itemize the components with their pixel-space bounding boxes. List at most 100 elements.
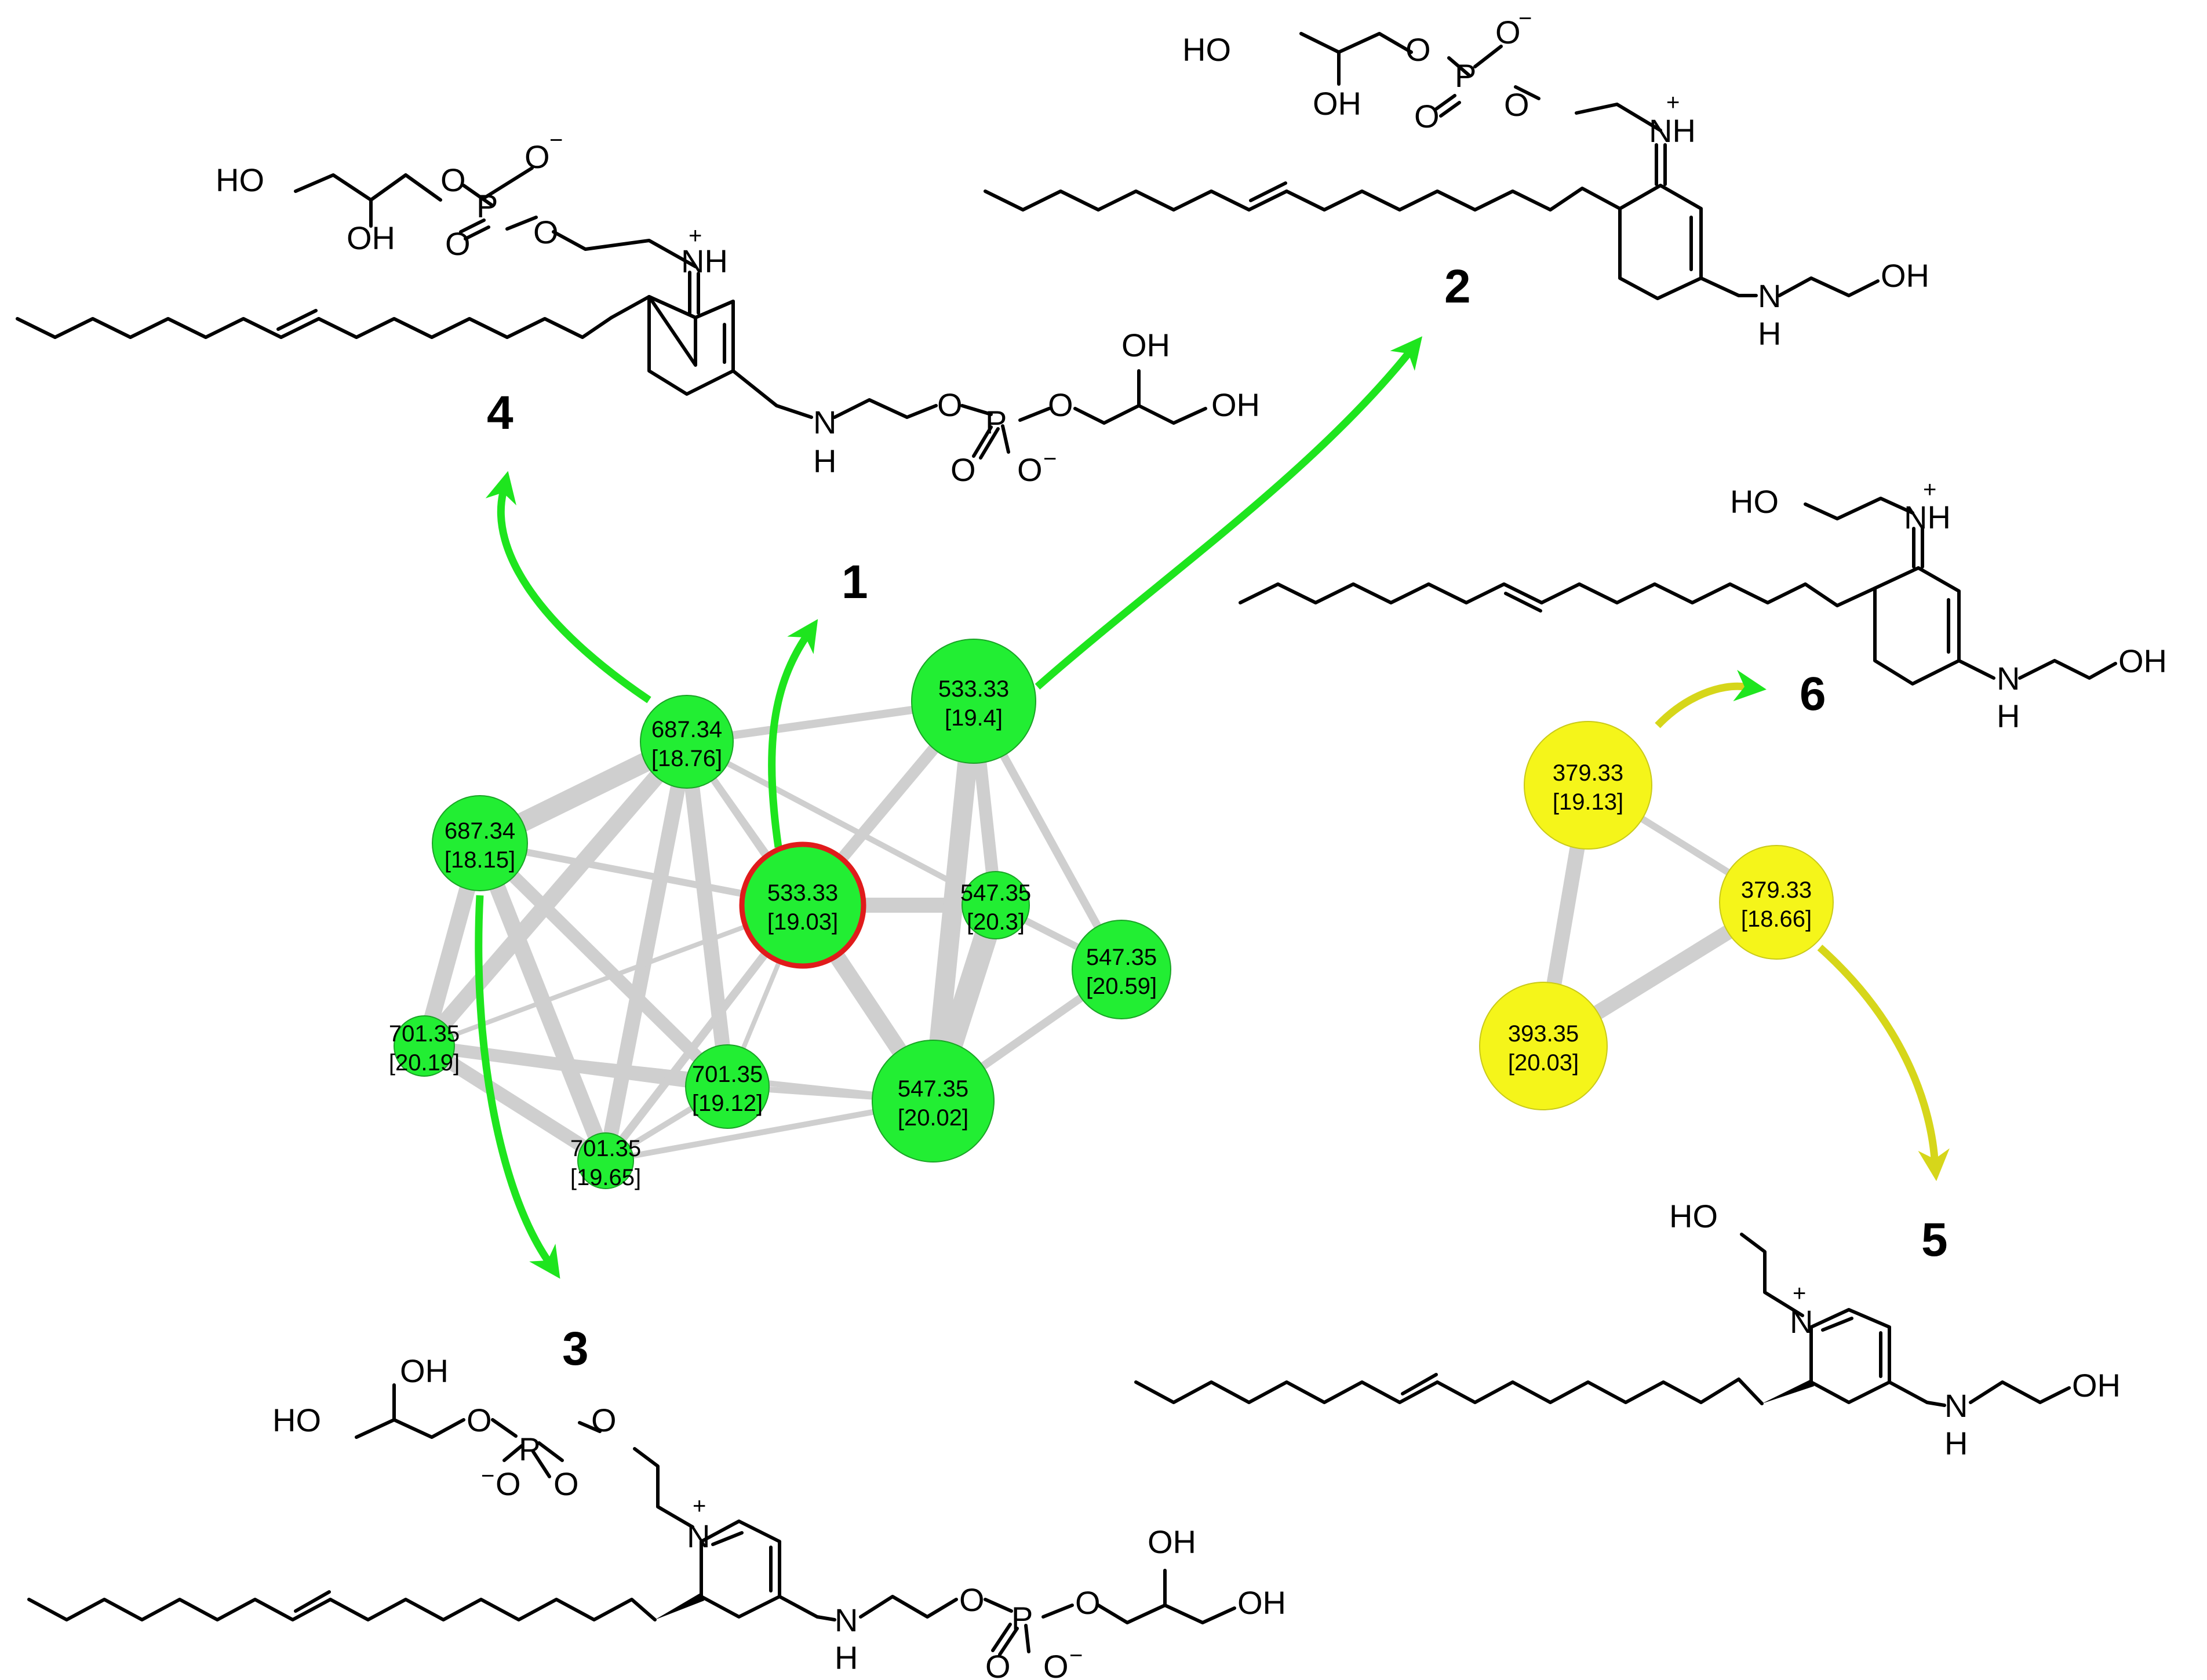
atom-label: OH (2072, 1367, 2121, 1404)
atom-label: P (476, 188, 498, 224)
atom-label: + (689, 223, 702, 249)
node-rt-label: [19.65] (570, 1165, 641, 1190)
atom-label: + (1923, 477, 1936, 502)
atom-label: OH (1148, 1524, 1196, 1560)
atom-label: O (1075, 1584, 1101, 1621)
network-node: 547.35 [20.02] (872, 1040, 995, 1162)
node-mz-label: 533.33 (767, 880, 838, 906)
edge (474, 837, 734, 1093)
node-circle (1072, 920, 1171, 1019)
network-node: 547.35[20.3] (960, 871, 1031, 939)
node-mz-label: 701.35 (389, 1021, 460, 1047)
compound-label-6: 6 (1800, 668, 1826, 720)
compound-numbers: 1 2 3 4 5 6 (487, 260, 1948, 1375)
atom-label: O (1017, 451, 1043, 488)
atom-label: O (1405, 31, 1431, 68)
node-mz-label: 687.34 (651, 717, 722, 742)
atom-label: OH (2118, 643, 2167, 679)
node-mz-label: 533.33 (938, 676, 1009, 702)
atom-label: O (1504, 86, 1529, 123)
annotation-arrows (475, 336, 1950, 1279)
compound-label-3: 3 (562, 1322, 589, 1375)
node-circle (394, 1015, 455, 1077)
compound-label-5: 5 (1921, 1213, 1948, 1266)
atom-label: − (1043, 446, 1057, 472)
atom-label: O (525, 139, 550, 175)
node-rt-label: [18.66] (1741, 906, 1812, 932)
atom-label: O (496, 1466, 521, 1502)
atom-label: NH (681, 243, 728, 279)
edge (598, 734, 694, 1168)
atom-label: OH (1313, 85, 1361, 122)
atom-label: HO (216, 162, 264, 198)
atom-label: P (1011, 1600, 1033, 1637)
node-circle (739, 841, 866, 969)
network-node: 687.34 [18.15] (432, 795, 528, 891)
atom-label: N (1997, 660, 2020, 697)
node-circle (872, 1040, 995, 1162)
atom-label: − (1069, 1643, 1083, 1668)
atom-label: H (1758, 315, 1781, 352)
atom-label: HO (1669, 1198, 1718, 1234)
network-node: 701.35 [19.65] (570, 1132, 641, 1190)
edge (679, 734, 735, 1094)
arrow-to-1 (768, 619, 818, 848)
atom-label: OH (1121, 327, 1170, 363)
network-nodes: 533.33[19.03]533.33[19.4]687.34[18.76]68… (389, 639, 1834, 1190)
node-rt-label: [18.76] (651, 746, 722, 771)
node-circle (1719, 845, 1834, 960)
chemical-structure-3: OH HO O P O − O O N + N H O P O O − O OH… (27, 1353, 1286, 1680)
compound-label-1: 1 (842, 556, 868, 608)
node-mz-label: 547.35 (898, 1076, 968, 1102)
chemical-structure-2: HO OH O P O − O O NH + N H OH (984, 6, 1929, 352)
arrow-to-4 (485, 471, 651, 704)
node-rt-label: [20.02] (898, 1105, 968, 1131)
atom-label: N (813, 404, 836, 440)
node-mz-label: 687.34 (445, 818, 515, 844)
network-node: 533.33[19.03] (739, 841, 866, 969)
node-rt-label: [20.03] (1508, 1050, 1579, 1076)
atom-label: − (549, 127, 563, 153)
node-mz-label: 701.35 (692, 1062, 763, 1087)
atom-label: NH (1904, 499, 1951, 535)
arrow-to-3 (475, 895, 560, 1279)
edge (421, 1043, 936, 1104)
node-rt-label: [18.15] (445, 847, 515, 873)
arrow-to-5 (1817, 945, 1950, 1182)
atom-label: O (1495, 14, 1521, 50)
atom-label: O (467, 1402, 492, 1438)
atom-label: N (1758, 278, 1781, 314)
network-node: 701.35[19.12] (685, 1044, 770, 1129)
atom-label: O (533, 214, 559, 250)
node-mz-label: 393.35 (1508, 1021, 1579, 1047)
node-mz-label: 701.35 (570, 1136, 641, 1161)
atom-label: OH (1881, 257, 1929, 294)
atom-label: − (1518, 6, 1532, 31)
compound-label-4: 4 (487, 387, 513, 439)
atom-label: O (440, 162, 466, 198)
atom-label: NH (1649, 112, 1696, 149)
network-node: 687.34 [18.76] (640, 695, 734, 789)
node-circle (1524, 721, 1652, 850)
node-mz-label: 379.33 (1741, 877, 1812, 903)
atom-label: + (693, 1493, 706, 1519)
atom-label: OH (1211, 387, 1260, 423)
atom-label: N (1944, 1387, 1968, 1424)
atom-label: N (687, 1518, 710, 1554)
atom-label: O (1414, 98, 1440, 134)
network-node: 701.35[20.19] (389, 1015, 460, 1077)
arrow-to-6 (1655, 669, 1767, 728)
edge (416, 734, 695, 1054)
node-mz-label: 547.35 (1086, 945, 1157, 970)
atom-label: O (950, 451, 976, 488)
node-rt-label: [19.4] (945, 705, 1003, 731)
chemical-structure-6: HO NH + N H OH (1239, 477, 2167, 734)
atom-label: P (1455, 57, 1476, 94)
network-node: 533.33 [19.4] (911, 639, 1036, 764)
atom-label: HO (1182, 31, 1231, 68)
atom-label: P (985, 404, 1007, 440)
atom-label: O (985, 1648, 1011, 1680)
atom-label: H (1997, 698, 2020, 734)
chemical-structure-4: HO OH O O − P O O NH + N H O P O O − O O… (16, 127, 1260, 488)
